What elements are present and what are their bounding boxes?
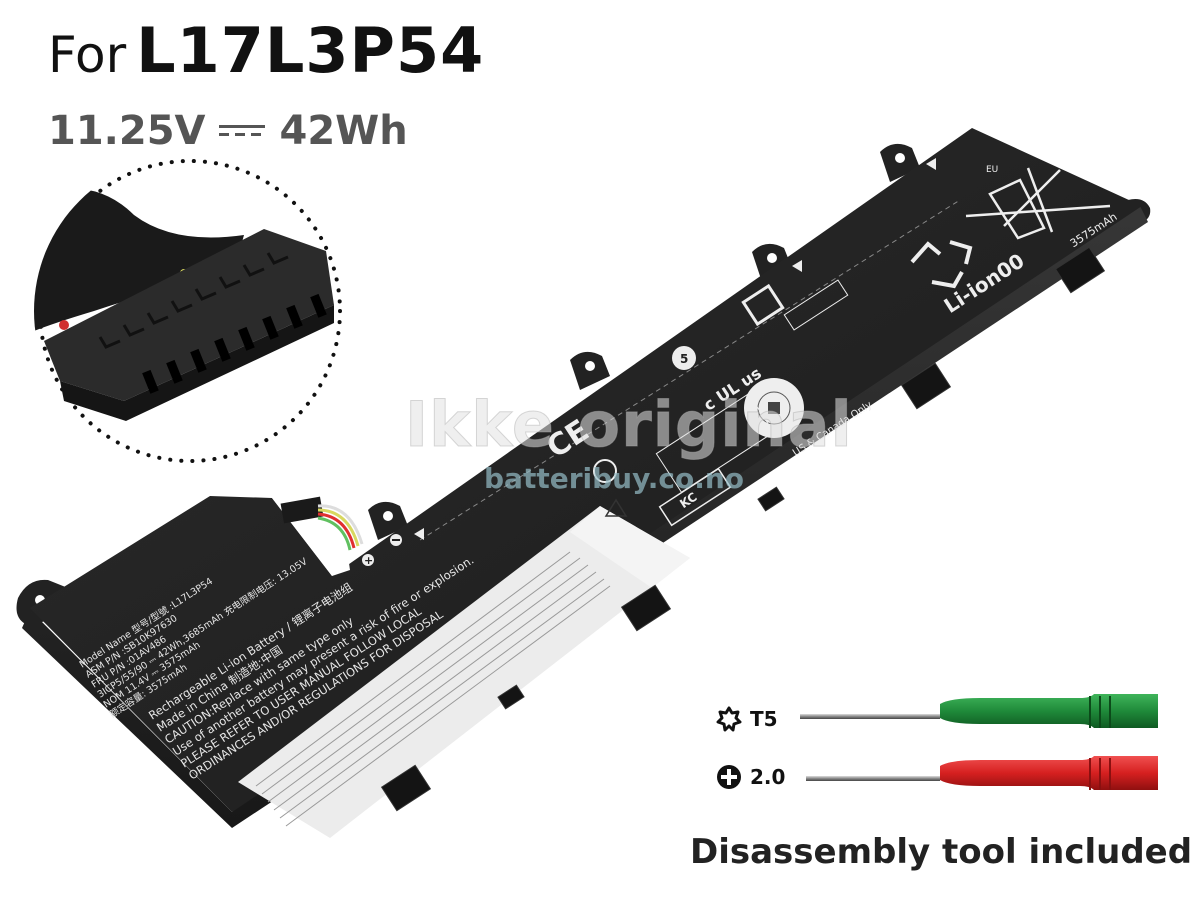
model-number: L17L3P54 xyxy=(136,14,485,87)
voltage: 11.25V xyxy=(48,108,206,154)
weee-small-icon xyxy=(593,459,617,483)
warning-label-text xyxy=(255,551,611,827)
battery-spec: 11.25V 42Wh xyxy=(48,108,408,154)
tool-t5: T5 xyxy=(716,706,778,732)
disassembly-tool-caption: Disassembly tool included xyxy=(690,832,1193,872)
phillips-icon xyxy=(717,765,741,789)
tool-phillips: 2.0 xyxy=(716,764,785,790)
watermark-ikke-original: Ikke original xyxy=(405,388,853,462)
li-ion-recycle-icon xyxy=(910,240,973,289)
arrow-icon xyxy=(414,528,424,540)
red-screwdriver-handle xyxy=(940,756,1158,790)
warning-label xyxy=(238,506,690,838)
warning-triangle-icon xyxy=(604,498,628,517)
connector-closeup xyxy=(34,155,346,467)
spec-box xyxy=(655,393,775,493)
svg-text:+: + xyxy=(364,554,373,567)
battery-connector xyxy=(280,496,364,551)
svg-text:5: 5 xyxy=(680,352,688,366)
weee-crossed-bin-icon xyxy=(965,167,1111,240)
positive-terminal-icon xyxy=(362,554,374,566)
watermark-site: batteribuy.co.no xyxy=(484,462,745,495)
recycle-5-icon xyxy=(672,346,696,370)
kc-mark-icon xyxy=(658,467,732,527)
svg-text:EU: EU xyxy=(986,165,998,175)
china-recycle-icon xyxy=(741,283,785,327)
dc-current-icon xyxy=(219,121,266,141)
green-screwdriver-handle xyxy=(940,694,1158,728)
tool-label: 2.0 xyxy=(750,765,786,789)
battery-body xyxy=(30,128,1142,812)
torx-icon xyxy=(716,706,742,732)
side-clips xyxy=(380,246,1106,812)
capacity: 42Wh xyxy=(279,108,408,154)
title-prefix: For xyxy=(48,26,127,84)
tool-label: T5 xyxy=(750,707,778,731)
